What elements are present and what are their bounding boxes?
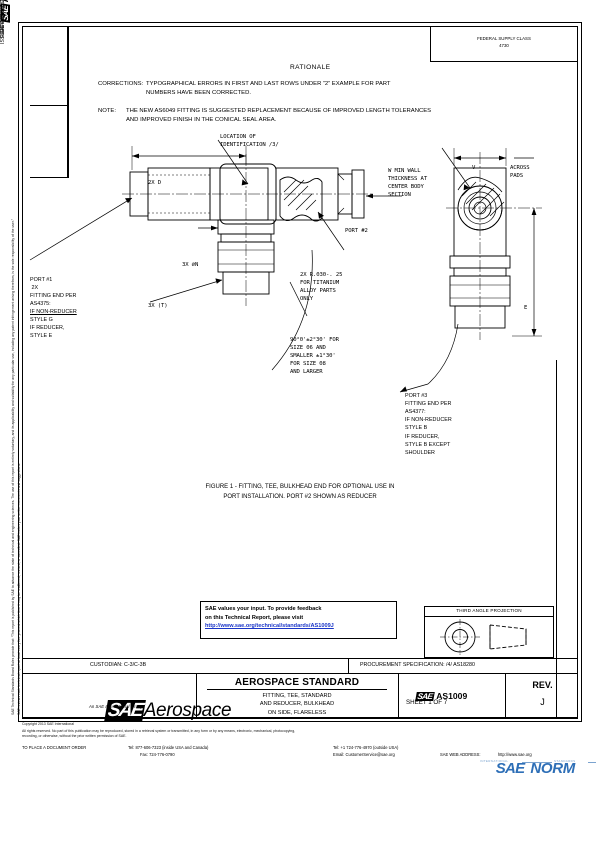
title-block-rev-label: REV.: [532, 680, 553, 690]
federal-supply-class-box: [430, 26, 578, 62]
sheet-number: SHEET 1 OF 7: [406, 699, 448, 706]
title-block-rev-value: J: [540, 697, 545, 707]
aerospace-wordmark: Aerospace: [143, 700, 232, 721]
sae-disclaimer-text: SAE Technical Standards Board Rules prov…: [11, 219, 15, 715]
port-1-callout: PORT #1 2X FITTING END PER AS4375:: [30, 277, 77, 308]
sae-aerospace-logo: SAEAerospace: [88, 682, 232, 740]
across-pads-label: ACROSS PADS: [510, 165, 530, 179]
revision-date-issued: ISSUED 1996-09: [0, 3, 6, 44]
watermark-sae-text: SAE: [495, 760, 525, 777]
web-address-label: SAE WEB ADDRESS:: [440, 752, 481, 757]
fax-number: Fax: 724-776-0790: [140, 752, 175, 757]
tel-international: Tel: +1 724-776-4970 (outside USA): [333, 745, 399, 750]
watermark-sub-right: STANDARDS: [554, 759, 576, 763]
sae-group-subtitle: An SAE International Group: [89, 704, 143, 709]
title-block-bottom-rule: [22, 718, 578, 720]
feedback-line-2: on this Technical Report, please visit: [205, 615, 304, 621]
w-min-wall-label: W MIN WALL THICKNESS AT CENTER BODY SECT…: [388, 168, 428, 198]
note-body: THE NEW AS6049 FITTING IS SUGGESTED REPL…: [126, 108, 432, 124]
standard-number-box: [30, 106, 68, 178]
federal-supply-class-text: FEDERAL SUPPLY CLASS 4730: [477, 36, 531, 48]
procurement-spec-text: PROCUREMENT SPECIFICATION: /4/ AS18280: [360, 662, 475, 668]
angle-tolerance-note: 90°0'±2°30' FOR SIZE 06 AND SMALLER ±1°3…: [290, 337, 339, 375]
title-block-top-rule: [22, 658, 578, 659]
sheet-outer-border: [18, 22, 582, 722]
note-label: NOTE:: [98, 108, 116, 114]
title-block-divider-1: [196, 673, 198, 718]
document-type-underline: [207, 689, 387, 691]
corrections-label: CORRECTIONS:: [98, 81, 144, 87]
rights-reserved-text: All rights reserved. No part of this pub…: [22, 729, 296, 739]
dim-3x-t-label: 3X (T): [148, 303, 168, 309]
dim-3x-dia-n-label: 3X ⌀N: [182, 262, 199, 268]
corrections-body: TYPOGRAPHICAL ERRORS IN FIRST AND LAST R…: [146, 81, 391, 97]
document-title: FITTING, TEE, STANDARD AND REDUCER, BULK…: [259, 693, 335, 716]
order-label: TO PLACE A DOCUMENT ORDER: [22, 745, 87, 750]
copyright-line: Copyright 2013 SAE International: [22, 722, 74, 726]
sae-norm-watermark: SAE NORM INTERNATIONAL STANDARDS: [478, 742, 596, 777]
port-3-callout: PORT #3 FITTING END PER AS4377: IF NON-R…: [405, 393, 452, 456]
third-angle-projection-box: [424, 606, 554, 658]
document-type-title: AEROSPACE STANDARD: [234, 677, 360, 688]
title-block-divider-3: [505, 673, 507, 718]
feedback-box: SAE values your input. To provide feedba…: [200, 601, 397, 639]
web-address-url: http://www.sae.org: [498, 752, 532, 757]
figure-caption: FIGURE 1 - FITTING, TEE, BULKHEAD END FO…: [205, 484, 395, 500]
dim-v-label: V: [472, 165, 476, 171]
rationale-title: RATIONALE: [290, 64, 331, 71]
port-1-nonreducer-label: IF NON-REDUCER: [30, 309, 77, 315]
third-angle-projection-symbol: [440, 619, 527, 655]
email-address: Email: CustomerService@sae.org: [333, 752, 395, 757]
third-angle-projection-title: THIRD ANGLE PROJECTION: [456, 608, 522, 613]
port-1-style-text: STYLE G IF REDUCER, STYLE E: [30, 317, 65, 340]
watermark-rule-left: [522, 762, 552, 763]
watermark-sub-left: INTERNATIONAL: [480, 759, 509, 763]
custodian-divider: [348, 658, 349, 673]
dim-e-label: E: [524, 305, 528, 311]
title-block-mid-rule: [22, 673, 578, 675]
title-block-divider-2: [398, 673, 400, 718]
titanium-radius-note: 2X R.030-. 25 FOR TITANIUM ALLOY PARTS O…: [300, 272, 343, 302]
port-2-label: PORT #2: [345, 228, 368, 234]
location-of-identification-label: LOCATION OF IDENTIFICATION /3/: [220, 134, 279, 148]
left-column-divider: [68, 26, 69, 178]
feedback-link[interactable]: http://www.sae.org/technical/standards/A…: [205, 623, 334, 629]
feedback-line-1: SAE values your input. To provide feedba…: [205, 606, 322, 612]
watermark-norm-text: NORM: [530, 760, 576, 777]
tel-usa: Tel: 877-606-7323 (inside USA and Canada…: [128, 745, 209, 750]
sheet-inner-border: [22, 26, 578, 718]
tap-divider: [424, 616, 554, 617]
drawing-sheet: SAE Technical Standards Board Rules prov…: [0, 0, 596, 777]
watermark-rule-right: [588, 762, 596, 763]
fitting-tee-drawing: [29, 139, 542, 393]
custodian-text: CUSTODIAN: C-3/C-3B: [90, 662, 147, 668]
revision-column-divider: [556, 360, 557, 718]
dim-2x-d-label: 2X D: [148, 180, 162, 186]
rev-box: [30, 26, 68, 106]
